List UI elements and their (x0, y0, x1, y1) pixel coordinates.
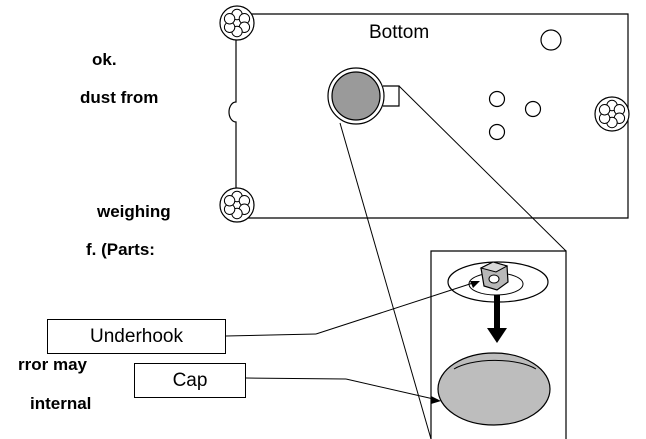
underhook-label: Underhook (47, 319, 226, 354)
underhook-icon (479, 261, 509, 291)
cap-leader (345, 378, 439, 401)
underhook-leader (225, 333, 317, 337)
cap-icon (437, 352, 551, 426)
plate-hole (524, 100, 542, 118)
plate-hole (540, 29, 562, 51)
leveling-foot-icon (219, 5, 255, 41)
text-line: internal (30, 394, 92, 413)
text-line: weighing (97, 202, 171, 221)
leveling-foot-icon (219, 187, 255, 223)
arrowhead-icon (470, 281, 480, 288)
arrowhead-icon (431, 396, 441, 404)
base-plate-outline (228, 13, 629, 219)
diagram-title: Bottom (369, 22, 430, 43)
zoom-line (398, 85, 567, 252)
cap-label: Cap (134, 363, 246, 398)
underhook-leader (315, 281, 477, 335)
text-line: ok. (92, 50, 117, 69)
cap-leader (245, 377, 347, 380)
down-arrow-icon (487, 295, 507, 343)
text-line: rror may (18, 355, 87, 374)
plate-hole (488, 123, 506, 141)
text-line: f. (Parts: (86, 240, 155, 259)
zoom-line (339, 122, 432, 439)
leveling-foot-icon (594, 96, 630, 132)
cap-on-plate-fill (331, 71, 381, 121)
hook-slot (383, 85, 400, 107)
text-line: dust from (80, 88, 159, 107)
plate-hole (488, 90, 506, 108)
